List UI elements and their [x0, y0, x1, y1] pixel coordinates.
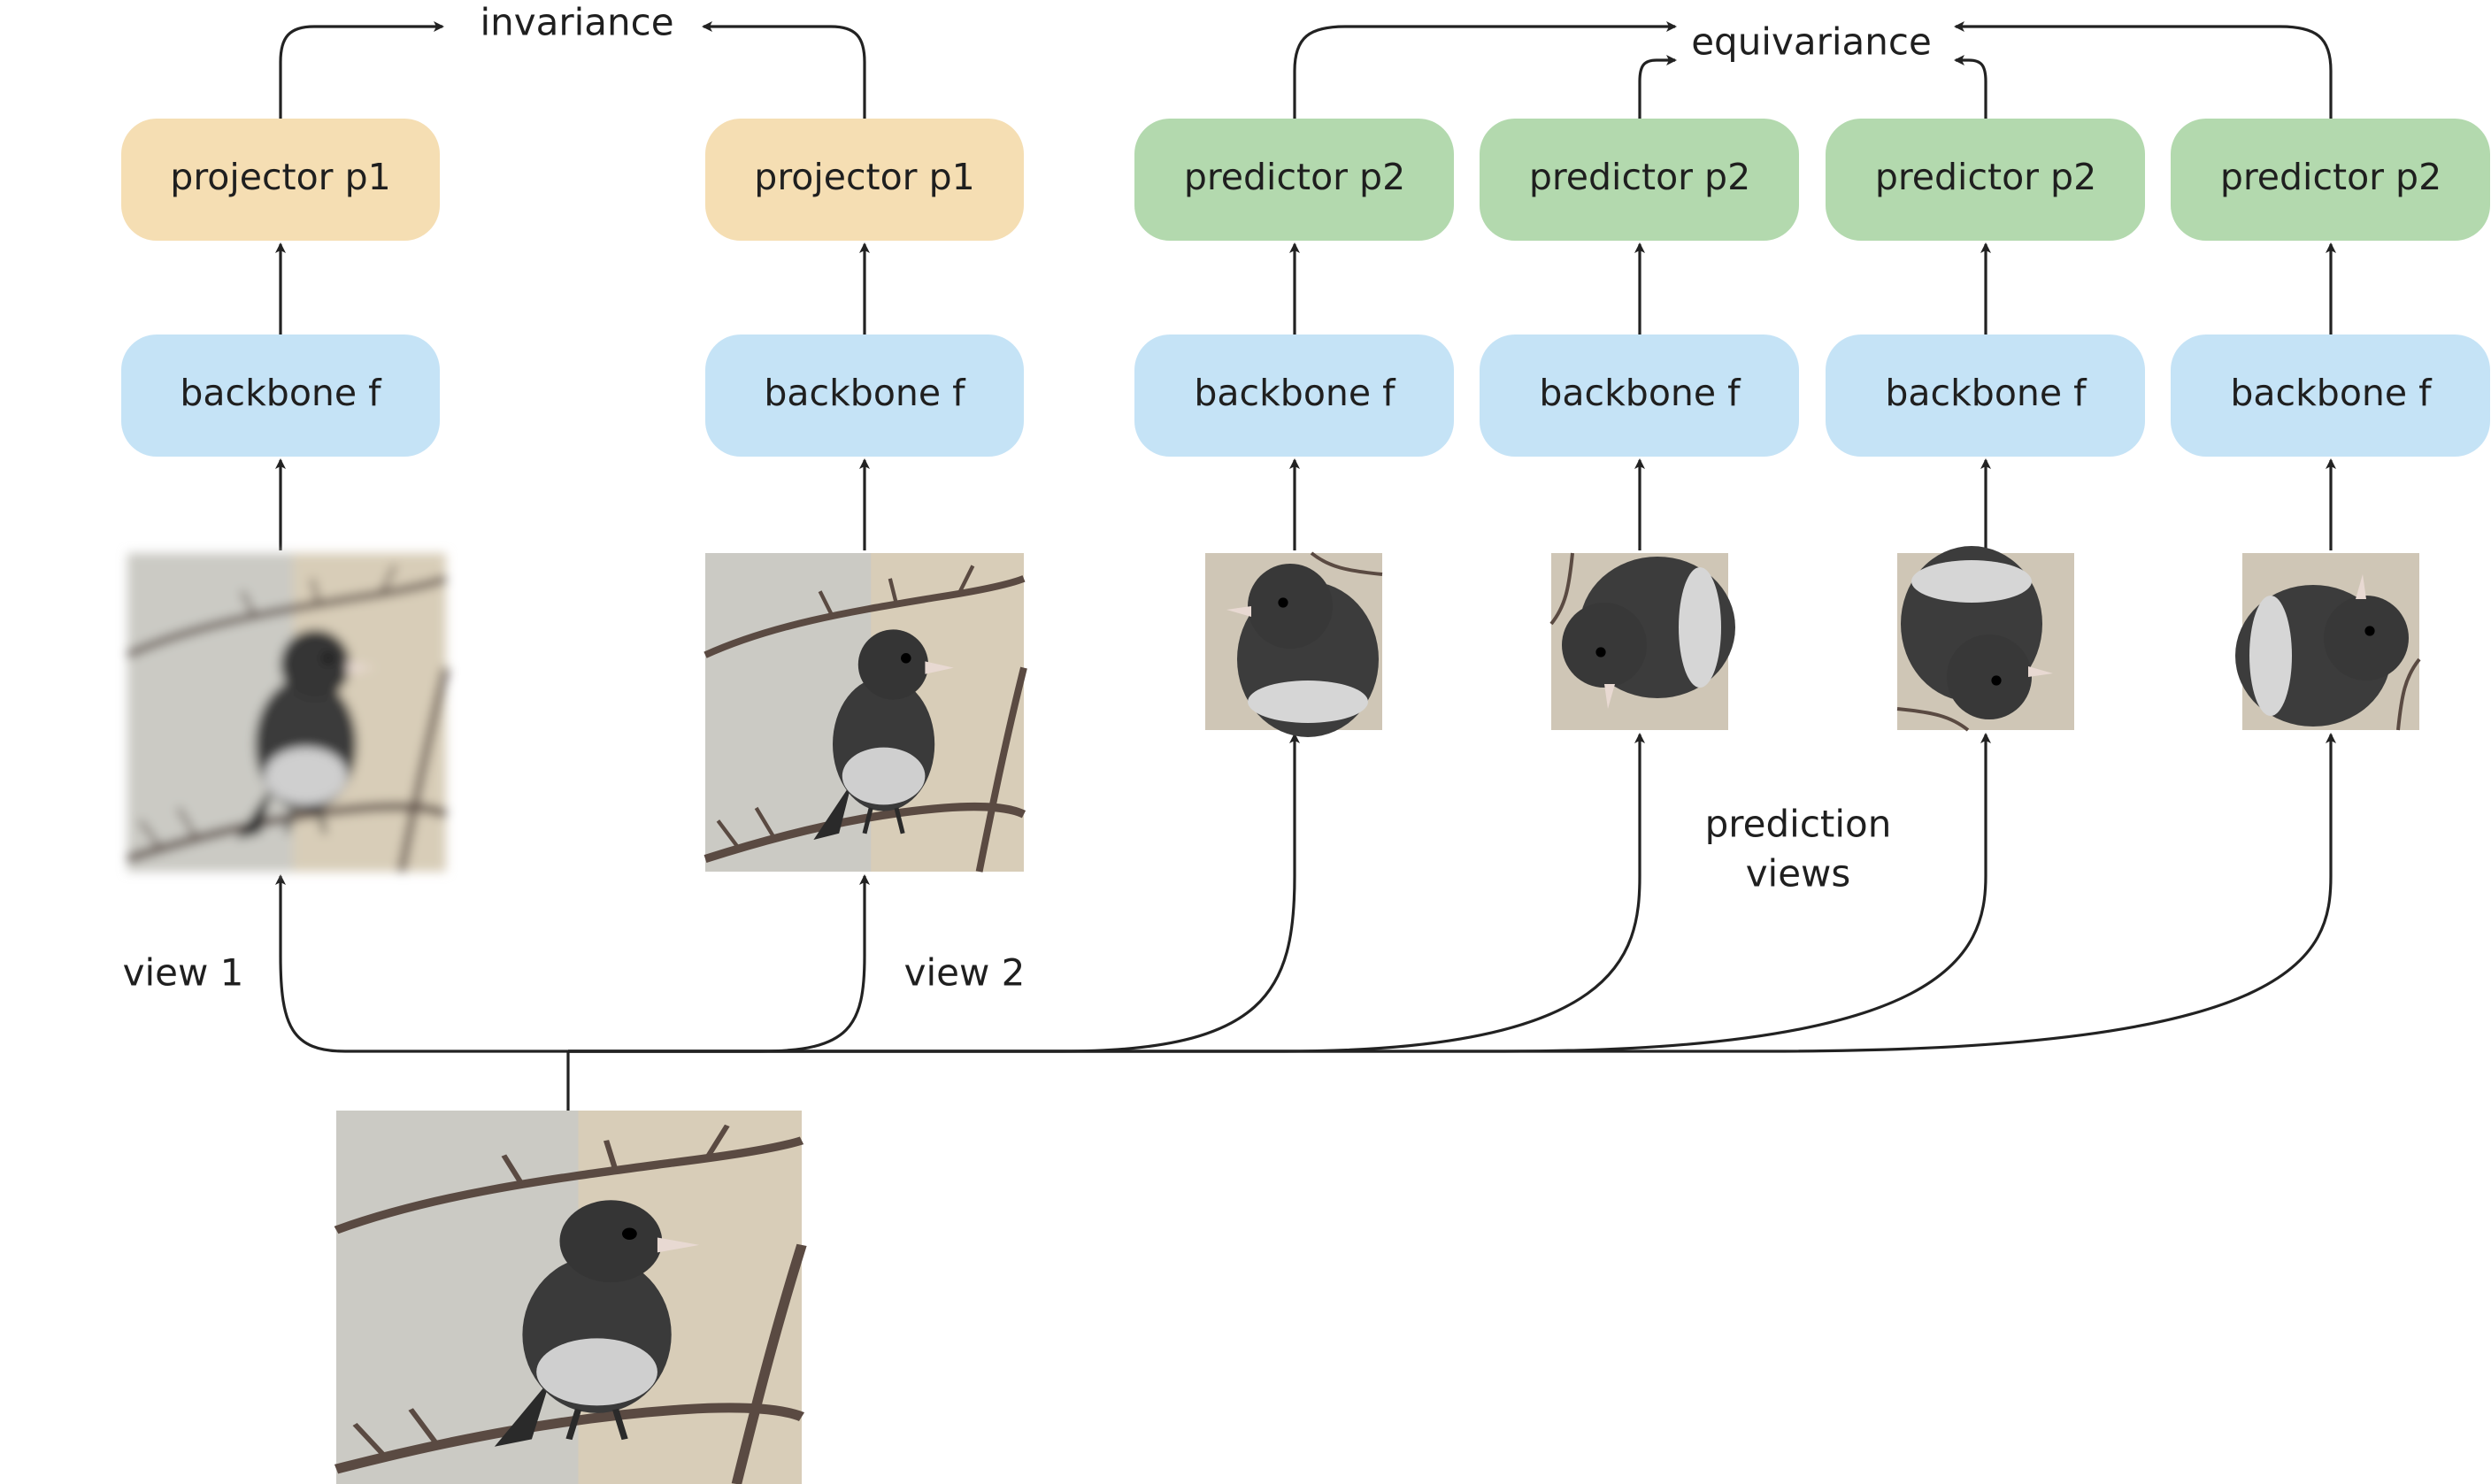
- equivariance-label: equivariance: [1691, 20, 1932, 64]
- projector-box-1: projector p1: [121, 119, 440, 241]
- prediction-view-180-image: [1895, 544, 2076, 732]
- equivariance-arrow-4: [1954, 21, 2333, 119]
- prediction-view-90-image: [1549, 551, 1737, 732]
- backbone-box-2: backbone f: [705, 334, 1024, 457]
- backbone-box-1: backbone f: [121, 334, 440, 457]
- predictor-box-1: predictor p2: [1134, 119, 1454, 241]
- predictor-label-1: predictor p2: [1184, 156, 1405, 198]
- view1-image: [127, 553, 446, 872]
- view2-image: [705, 553, 1024, 872]
- predictor-label-2: predictor p2: [1529, 156, 1750, 198]
- equivariance-arrow-3: [1954, 55, 1987, 119]
- backbone-label-4: backbone f: [1539, 372, 1741, 414]
- prediction-view-3-arrow: [568, 733, 1991, 1053]
- equivariance-arrow-2: [1638, 55, 1677, 119]
- projector-label-2: projector p1: [754, 156, 974, 198]
- invariance-label: invariance: [480, 1, 673, 44]
- arrow-layer: [275, 21, 2336, 1111]
- backbone-label-1: backbone f: [180, 372, 382, 414]
- projector-box-2: projector p1: [705, 119, 1024, 241]
- backbone-label-2: backbone f: [764, 372, 966, 414]
- backbone-box-5: backbone f: [1826, 334, 2145, 457]
- view1-arrow: [275, 874, 568, 1053]
- predictor-label-3: predictor p2: [1875, 156, 2096, 198]
- prediction-view-1-arrow: [568, 733, 1300, 1053]
- backbone-label-5: backbone f: [1885, 372, 2087, 414]
- backbone-box-4: backbone f: [1480, 334, 1799, 457]
- predictor-box-2: predictor p2: [1480, 119, 1799, 241]
- backbone-label-3: backbone f: [1194, 372, 1396, 414]
- prediction-view-270-image: [2233, 551, 2421, 732]
- equivariance-arrow-1: [1293, 21, 1677, 119]
- backbone-box-6: backbone f: [2171, 334, 2490, 457]
- view2-label: view 2: [904, 951, 1026, 995]
- invariance-left-arrow: [279, 21, 444, 119]
- prediction-view-0-image: [1203, 551, 1384, 739]
- prediction-views-label-line2: views: [1746, 852, 1851, 896]
- predictor-label-4: predictor p2: [2220, 156, 2441, 198]
- predictor-box-4: predictor p2: [2171, 119, 2490, 241]
- backbone-label-6: backbone f: [2230, 372, 2433, 414]
- prediction-view-2-arrow: [568, 733, 1645, 1053]
- prediction-views-label-line1: prediction: [1705, 803, 1892, 846]
- projector-label-1: projector p1: [170, 156, 390, 198]
- prediction-view-4-arrow: [568, 733, 2336, 1053]
- view1-label: view 1: [123, 951, 244, 995]
- backbone-box-3: backbone f: [1134, 334, 1454, 457]
- view2-arrow: [568, 874, 870, 1053]
- invariance-right-arrow: [702, 21, 866, 119]
- source-image: [336, 1111, 802, 1484]
- predictor-box-3: predictor p2: [1826, 119, 2145, 241]
